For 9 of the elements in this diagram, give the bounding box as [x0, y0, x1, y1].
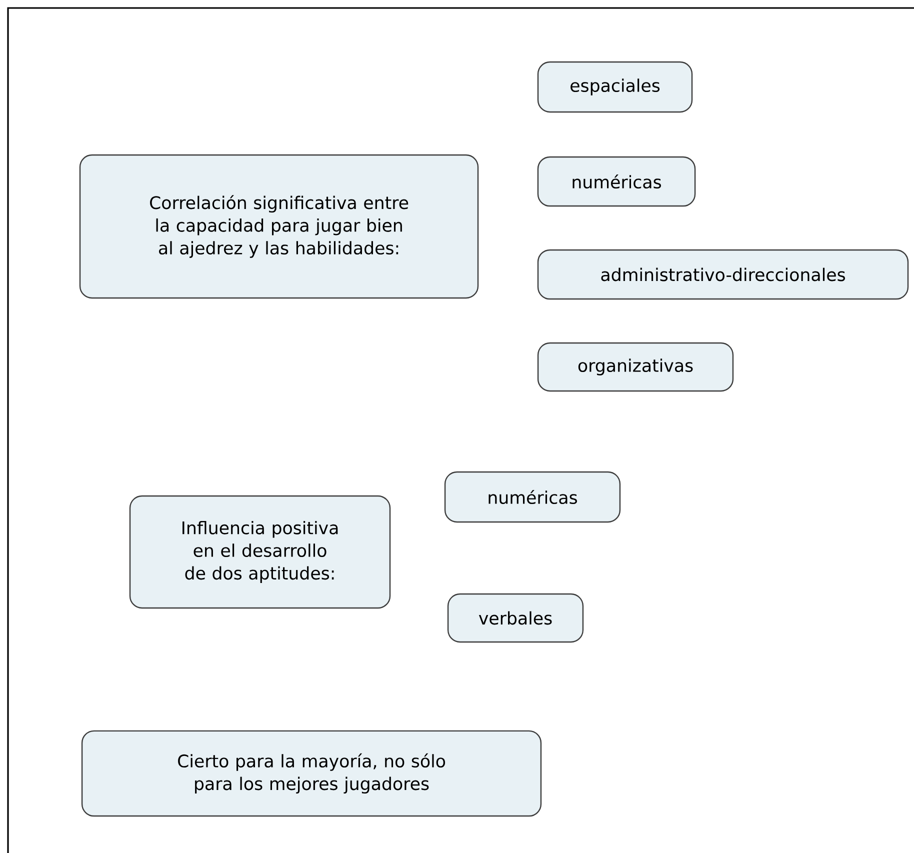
concept-box: Influencia positiva en el desarrollo de dos aptitudes: — [129, 495, 391, 609]
concept-box: Correlación significativa entre la capacidad para jugar bien al ajedrez y las habilidades: — [79, 154, 479, 299]
concept-box: espaciales — [537, 61, 693, 113]
concept-box: organizativas — [537, 342, 734, 392]
concept-box: Cierto para la mayoría, no sólo para los mejores jugadores — [81, 730, 542, 817]
concept-box: numéricas — [537, 156, 696, 207]
concept-box: administrativo-direccionales — [537, 249, 909, 300]
concept-box: verbales — [447, 593, 584, 643]
concept-box: numéricas — [444, 471, 621, 523]
